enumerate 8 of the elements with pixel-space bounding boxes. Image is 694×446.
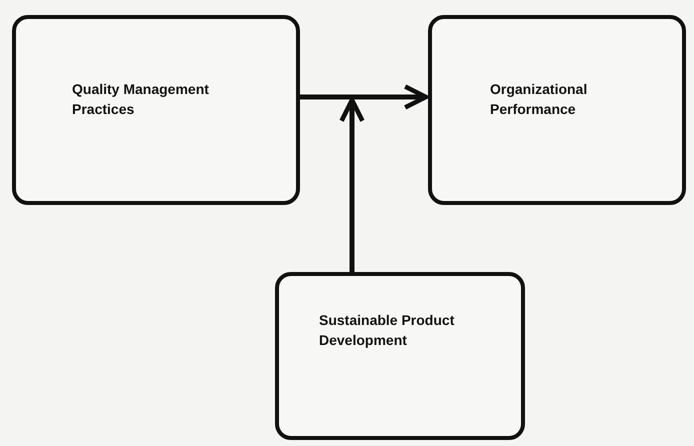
arrow <box>339 98 365 272</box>
arrow <box>300 84 428 110</box>
node-label: Sustainable Product Development <box>319 311 456 350</box>
process-box <box>428 15 686 205</box>
node-label: Organizational Performance <box>490 80 588 119</box>
node-label: Quality Management Practices <box>72 80 210 119</box>
process-box <box>12 15 300 205</box>
process-box <box>275 272 525 440</box>
